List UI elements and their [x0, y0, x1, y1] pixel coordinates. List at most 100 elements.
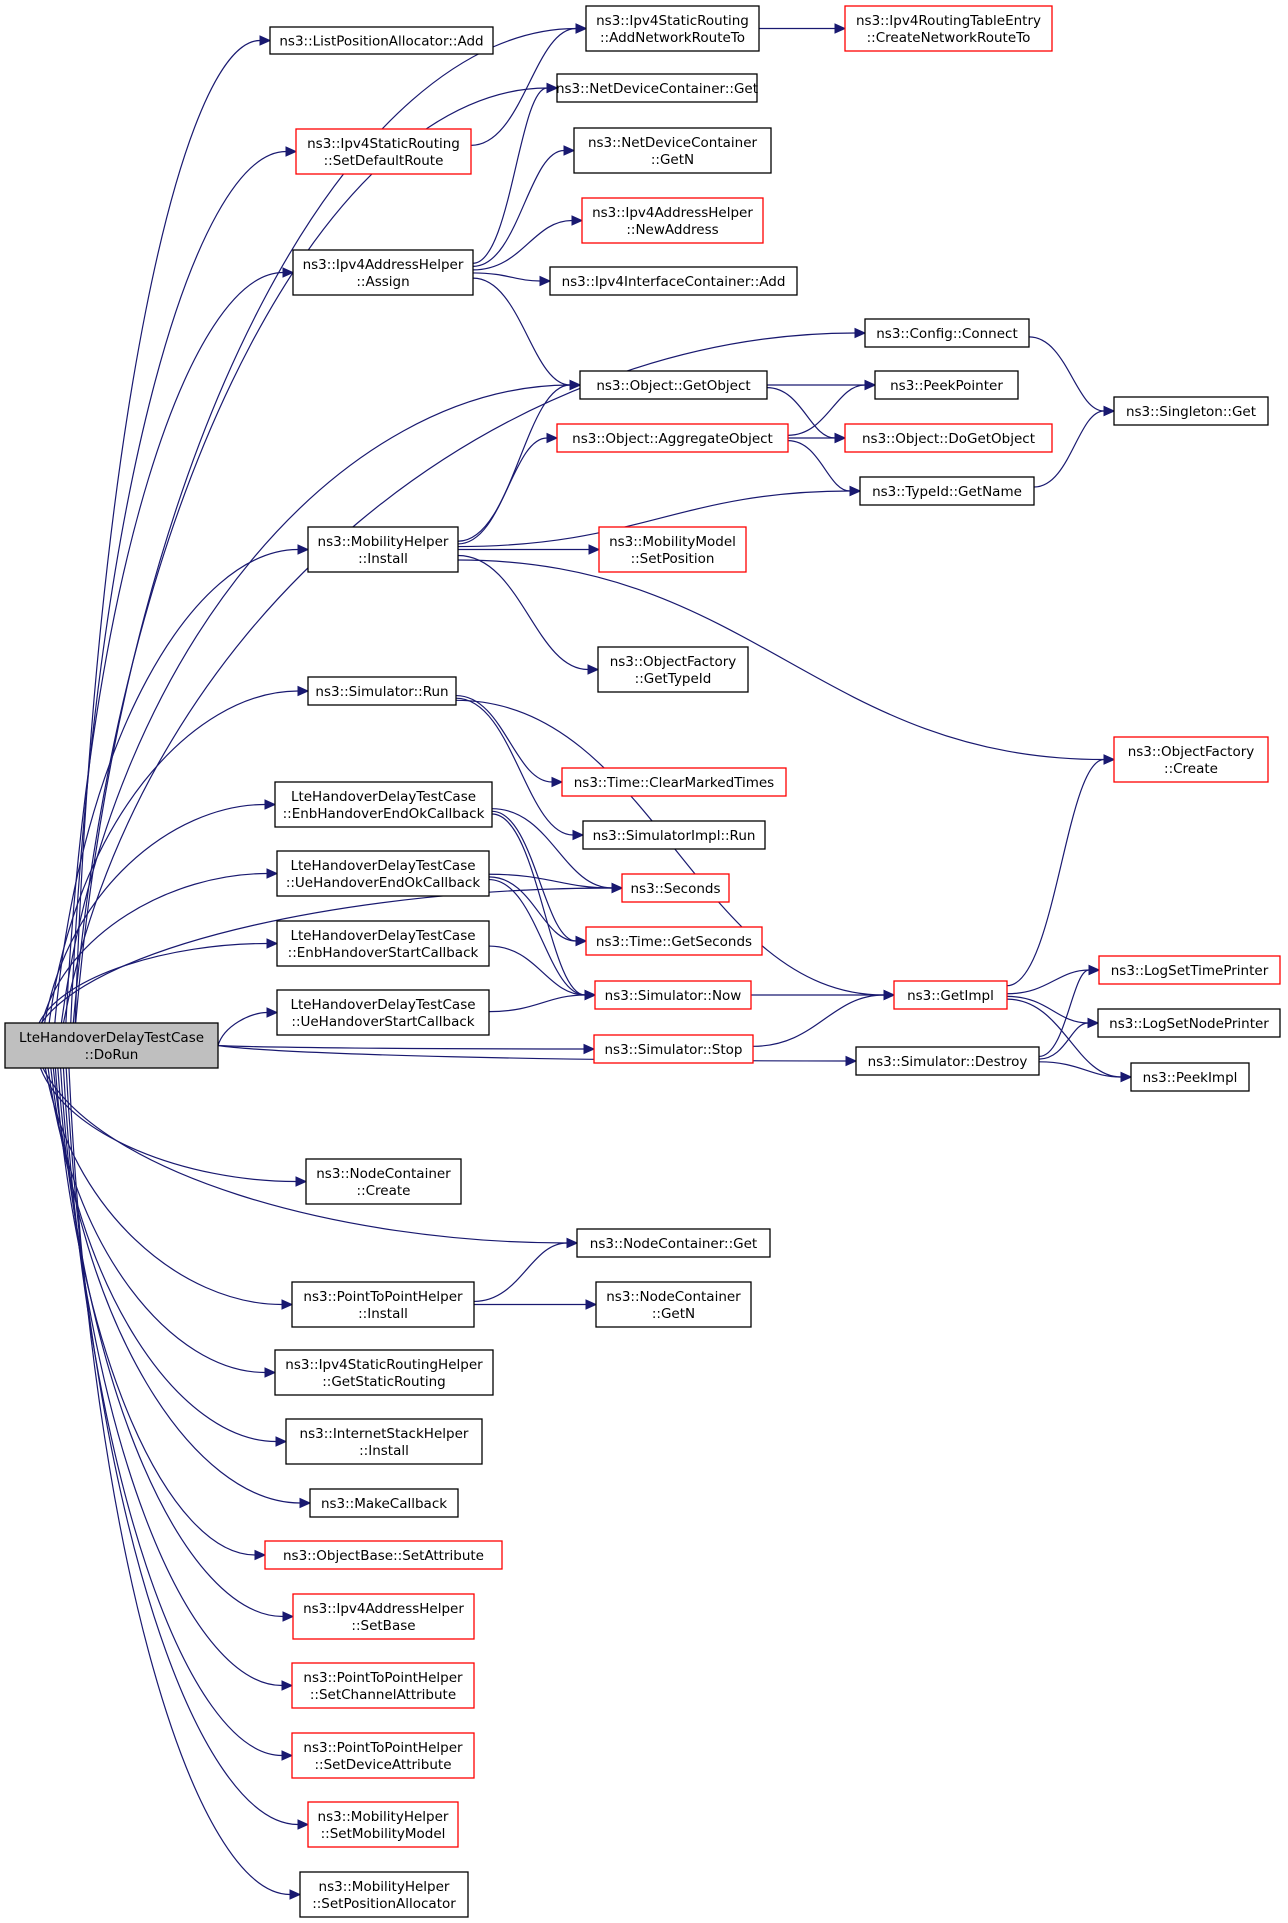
edge-line — [491, 808, 613, 889]
node-iic_add[interactable]: ns3::Ipv4InterfaceContainer::Add — [549, 266, 798, 296]
edge-line — [457, 559, 1105, 761]
node-peekpointer[interactable]: ns3::PeekPointer — [874, 370, 1019, 400]
call-edge-cfg_connect-to-singleton_get — [1028, 336, 1116, 417]
node-label-line: ::SetPositionAllocator — [312, 1896, 456, 1912]
edge-arrowhead — [539, 275, 552, 287]
node-logsetnode[interactable]: ns3::LogSetNodePrinter — [1097, 1008, 1281, 1038]
edge-line — [1038, 1061, 1122, 1078]
node-label-line: ns3::MobilityHelper — [318, 534, 449, 550]
node-getimpl[interactable]: ns3::GetImpl — [893, 980, 1008, 1010]
node-cb_ue_start[interactable]: LteHandoverDelayTestCase::UeHandoverStar… — [276, 989, 490, 1036]
node-isr_anrt[interactable]: ns3::Ipv4StaticRouting::AddNetworkRouteT… — [585, 5, 760, 52]
node-iah_assign[interactable]: ns3::Ipv4AddressHelper::Assign — [292, 249, 474, 296]
node-of_gettypeid[interactable]: ns3::ObjectFactory::GetTypeId — [597, 646, 749, 693]
node-isr_sdr[interactable]: ns3::Ipv4StaticRouting::SetDefaultRoute — [295, 128, 472, 175]
node-iah_setbase[interactable]: ns3::Ipv4AddressHelper::SetBase — [292, 1593, 475, 1640]
node-label-line: LteHandoverDelayTestCase — [290, 858, 475, 874]
edge-line — [491, 810, 577, 942]
node-label-line: ns3::InternetStackHelper — [300, 1426, 469, 1442]
edge-line — [472, 87, 548, 264]
node-sim_run[interactable]: ns3::Simulator::Run — [307, 676, 457, 706]
edge-line — [38, 942, 268, 1024]
node-logsettime[interactable]: ns3::LogSetTimePrinter — [1098, 955, 1281, 985]
node-box — [295, 128, 472, 175]
node-mh_install[interactable]: ns3::MobilityHelper::Install — [307, 526, 459, 573]
call-edge-iah_assign-to-ndc_getn — [472, 145, 576, 267]
call-edge-mh_install-to-of_gettypeid — [457, 554, 600, 675]
edge-arrowhead — [1087, 1017, 1100, 1029]
edge-arrowhead — [571, 215, 584, 226]
edge-line — [473, 1242, 568, 1303]
node-label-line: ns3::PointToPointHelper — [303, 1670, 463, 1686]
node-of_create[interactable]: ns3::ObjectFactory::Create — [1113, 736, 1269, 783]
node-label-line: ns3::LogSetNodePrinter — [1109, 1016, 1269, 1032]
call-edge-root-to-cb_ue_end — [41, 868, 279, 1024]
node-sim_destroy[interactable]: ns3::Simulator::Destroy — [855, 1046, 1040, 1076]
node-sim_stop[interactable]: ns3::Simulator::Stop — [593, 1034, 754, 1064]
node-seconds[interactable]: ns3::Seconds — [621, 873, 730, 903]
node-obj_aggregate[interactable]: ns3::Object::AggregateObject — [556, 423, 789, 453]
node-nc_get[interactable]: ns3::NodeContainer::Get — [576, 1228, 771, 1258]
node-mm_setpos[interactable]: ns3::MobilityModel::SetPosition — [598, 526, 747, 573]
node-cb_enb_end[interactable]: LteHandoverDelayTestCase::EnbHandoverEnd… — [274, 781, 493, 828]
node-mh_setpa[interactable]: ns3::MobilityHelper::SetPositionAllocato… — [299, 1871, 469, 1918]
node-irte_cnrt[interactable]: ns3::Ipv4RoutingTableEntry::CreateNetwor… — [844, 5, 1053, 52]
edge-arrowhead — [575, 935, 588, 947]
node-ish_install[interactable]: ns3::InternetStackHelper::Install — [285, 1418, 483, 1465]
call-edge-sim_run-to-time_cmt — [455, 694, 564, 788]
call-edge-p2p_install-to-nc_getn — [474, 1299, 598, 1310]
node-box — [291, 1281, 475, 1328]
node-iah_newaddr[interactable]: ns3::Ipv4AddressHelper::NewAddress — [581, 197, 764, 244]
node-box — [576, 1228, 771, 1258]
node-obj_getobject[interactable]: ns3::Object::GetObject — [579, 370, 768, 400]
node-makecallback[interactable]: ns3::MakeCallback — [309, 1488, 459, 1518]
edge-line — [70, 150, 287, 1024]
node-mh_setmm[interactable]: ns3::MobilityHelper::SetMobilityModel — [307, 1801, 459, 1848]
node-lpa_add[interactable]: ns3::ListPositionAllocator::Add — [269, 26, 494, 55]
node-cb_ue_end[interactable]: LteHandoverDelayTestCase::UeHandoverEndO… — [276, 850, 490, 897]
node-peekimpl[interactable]: ns3::PeekImpl — [1130, 1062, 1250, 1092]
node-ndc_get[interactable]: ns3::NetDeviceContainer::Get — [556, 73, 758, 103]
edge-line — [787, 384, 866, 436]
node-label-line: ::GetTypeId — [635, 671, 712, 687]
node-label-line: LteHandoverDelayTestCase — [290, 928, 475, 944]
node-typeid_getname[interactable]: ns3::TypeId::GetName — [859, 476, 1035, 506]
node-p2p_install[interactable]: ns3::PointToPointHelper::Install — [291, 1281, 475, 1328]
node-ob_setattr[interactable]: ns3::ObjectBase::SetAttribute — [264, 1540, 503, 1570]
node-box — [585, 926, 763, 956]
node-box — [597, 646, 749, 693]
node-obj_dogetobject[interactable]: ns3::Object::DoGetObject — [844, 423, 1053, 453]
node-label-line: ::AddNetworkRouteTo — [600, 30, 745, 46]
edge-line — [39, 1067, 297, 1183]
node-nc_getn[interactable]: ns3::NodeContainer::GetN — [595, 1281, 752, 1328]
edge-line — [1038, 969, 1090, 1058]
edge-arrowhead — [285, 146, 298, 157]
node-nc_create[interactable]: ns3::NodeContainer::Create — [305, 1158, 462, 1205]
node-box — [595, 1281, 752, 1328]
node-label-line: ::GetN — [652, 1306, 695, 1322]
node-time_cmt[interactable]: ns3::Time::ClearMarkedTimes — [561, 767, 787, 797]
edge-arrowhead — [297, 1819, 310, 1830]
node-simimpl_run[interactable]: ns3::SimulatorImpl::Run — [582, 820, 766, 850]
node-cb_enb_start[interactable]: LteHandoverDelayTestCase::EnbHandoverSta… — [276, 920, 490, 967]
node-time_getsec[interactable]: ns3::Time::GetSeconds — [585, 926, 763, 956]
node-ndc_getn[interactable]: ns3::NetDeviceContainer::GetN — [573, 127, 772, 174]
edge-line — [488, 994, 586, 1013]
node-p2p_setchan[interactable]: ns3::PointToPointHelper::SetChannelAttri… — [291, 1662, 475, 1709]
node-sim_now[interactable]: ns3::Simulator::Now — [594, 980, 752, 1010]
node-p2p_setdev[interactable]: ns3::PointToPointHelper::SetDeviceAttrib… — [291, 1732, 475, 1779]
edge-arrowhead — [566, 1237, 579, 1249]
edge-arrowhead — [572, 829, 585, 841]
node-isrh_gsr[interactable]: ns3::Ipv4StaticRoutingHelper::GetStaticR… — [274, 1349, 494, 1396]
node-singleton_get[interactable]: ns3::Singleton::Get — [1113, 396, 1269, 426]
node-box — [299, 1871, 469, 1918]
node-box — [307, 1801, 459, 1848]
call-edge-root-to-isr_sdr — [70, 146, 298, 1024]
node-box — [292, 1593, 475, 1640]
edge-line — [472, 272, 541, 282]
node-cfg_connect[interactable]: ns3::Config::Connect — [864, 318, 1030, 348]
node-label-line: ns3::Ipv4AddressHelper — [303, 1601, 464, 1617]
edge-line — [68, 1067, 291, 1896]
node-label-line: ns3::Ipv4StaticRouting — [307, 136, 460, 152]
